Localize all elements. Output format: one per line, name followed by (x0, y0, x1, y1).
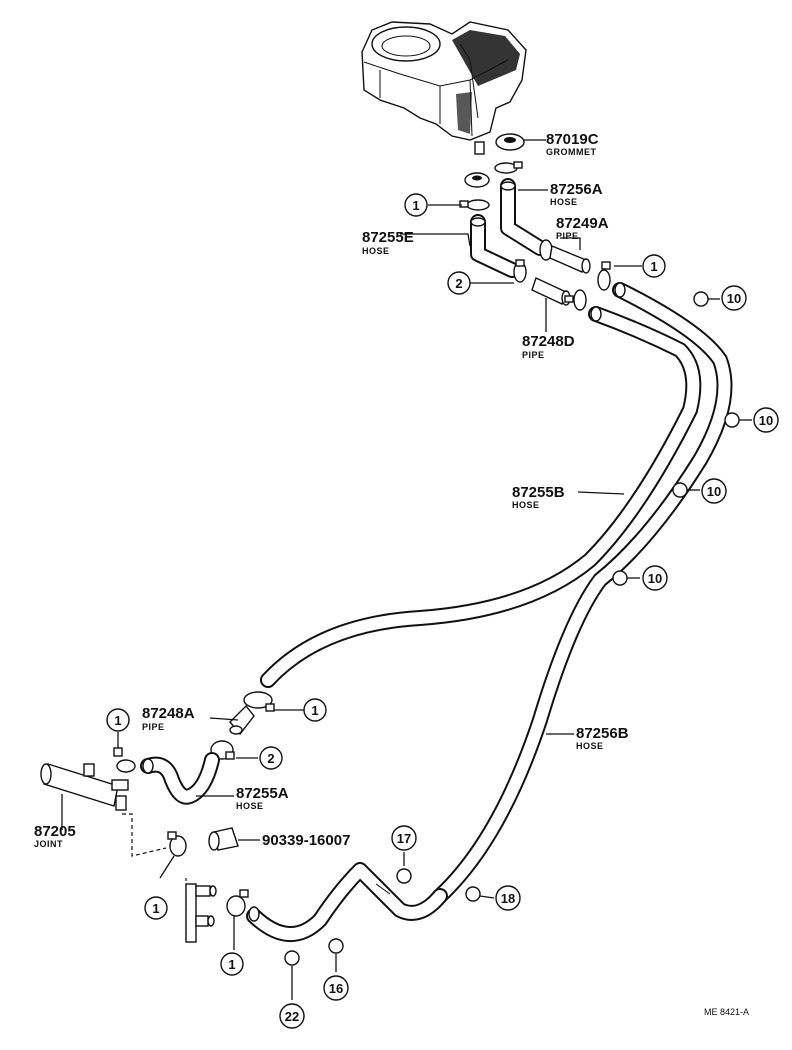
grommet-lower (464, 172, 490, 188)
svg-text:18: 18 (501, 891, 515, 906)
svg-text:1: 1 (311, 703, 318, 718)
grommet-87019c (495, 133, 546, 151)
callout-22: 22 (279, 1003, 305, 1029)
joint-87205 (40, 763, 129, 830)
heater-unit (361, 21, 527, 155)
svg-text:1: 1 (650, 259, 657, 274)
label-87255b: 87255B HOSE (512, 484, 565, 510)
callout-16: 16 (323, 975, 349, 1001)
svg-text:10: 10 (707, 484, 721, 499)
part-number: 87249A (556, 215, 609, 232)
plug-90339-16007 (208, 827, 260, 851)
callout-10: 10 (753, 407, 779, 433)
bracket-fitting (185, 878, 217, 943)
part-number: 87019C (546, 131, 599, 148)
callout-1: 1 (144, 896, 168, 920)
label-87256b: 87256B HOSE (576, 725, 629, 751)
callout-10: 10 (721, 285, 747, 311)
callout-1: 1 (404, 193, 428, 217)
label-87255a: 87255A HOSE (236, 785, 289, 811)
label-87205: 87205 JOINT (34, 823, 76, 849)
callout-1: 1 (303, 698, 327, 722)
label-87248d: 87248D PIPE (522, 333, 575, 360)
part-number: 87205 (34, 823, 76, 840)
figure-code: ME 8421-A (704, 1007, 749, 1017)
part-number: 87255B (512, 484, 565, 501)
part-number: 87255A (236, 785, 289, 802)
part-name: HOSE (576, 741, 604, 751)
label-90339: 90339-16007 (262, 832, 350, 849)
part-number: 87256B (576, 725, 629, 742)
part-name: HOSE (236, 801, 264, 811)
callout-1: 1 (642, 254, 666, 278)
part-name: GROMMET (546, 147, 597, 157)
label-87256a: 87256A HOSE (550, 181, 603, 207)
part-number: 87256A (550, 181, 603, 198)
label-87019c: 87019C GROMMET (546, 131, 599, 157)
svg-text:1: 1 (412, 198, 419, 213)
callout-10: 10 (701, 478, 727, 504)
svg-text:1: 1 (228, 957, 235, 972)
svg-text:2: 2 (267, 751, 274, 766)
part-name: JOINT (34, 839, 63, 849)
part-name: HOSE (362, 246, 390, 256)
upper-clamp (494, 161, 523, 174)
svg-text:10: 10 (648, 571, 662, 586)
svg-text:16: 16 (329, 981, 343, 996)
callout-1: 1 (106, 708, 130, 732)
callout-18: 18 (495, 885, 521, 911)
callout-2: 2 (259, 746, 283, 770)
svg-text:22: 22 (285, 1009, 299, 1024)
part-name: PIPE (142, 722, 165, 732)
svg-text:10: 10 (727, 291, 741, 306)
label-87249a: 87249A PIPE (556, 215, 609, 241)
callout-17: 17 (391, 825, 417, 851)
callout-10: 10 (642, 565, 668, 591)
label-87255e: 87255E HOSE (362, 229, 414, 256)
label-87248a: 87248A PIPE (142, 705, 195, 732)
part-name: HOSE (550, 197, 578, 207)
svg-text:17: 17 (397, 831, 411, 846)
svg-text:10: 10 (759, 413, 773, 428)
svg-text:2: 2 (455, 276, 462, 291)
part-name: HOSE (512, 500, 540, 510)
callout-1: 1 (220, 952, 244, 976)
part-number: 87248D (522, 333, 575, 350)
svg-text:1: 1 (114, 713, 121, 728)
part-name: PIPE (556, 231, 579, 241)
callout-2: 2 (447, 271, 471, 295)
part-number: 87248A (142, 705, 195, 722)
svg-text:1: 1 (152, 901, 159, 916)
part-number: 87255E (362, 229, 414, 246)
part-number: 90339-16007 (262, 832, 350, 849)
part-name: PIPE (522, 350, 545, 360)
